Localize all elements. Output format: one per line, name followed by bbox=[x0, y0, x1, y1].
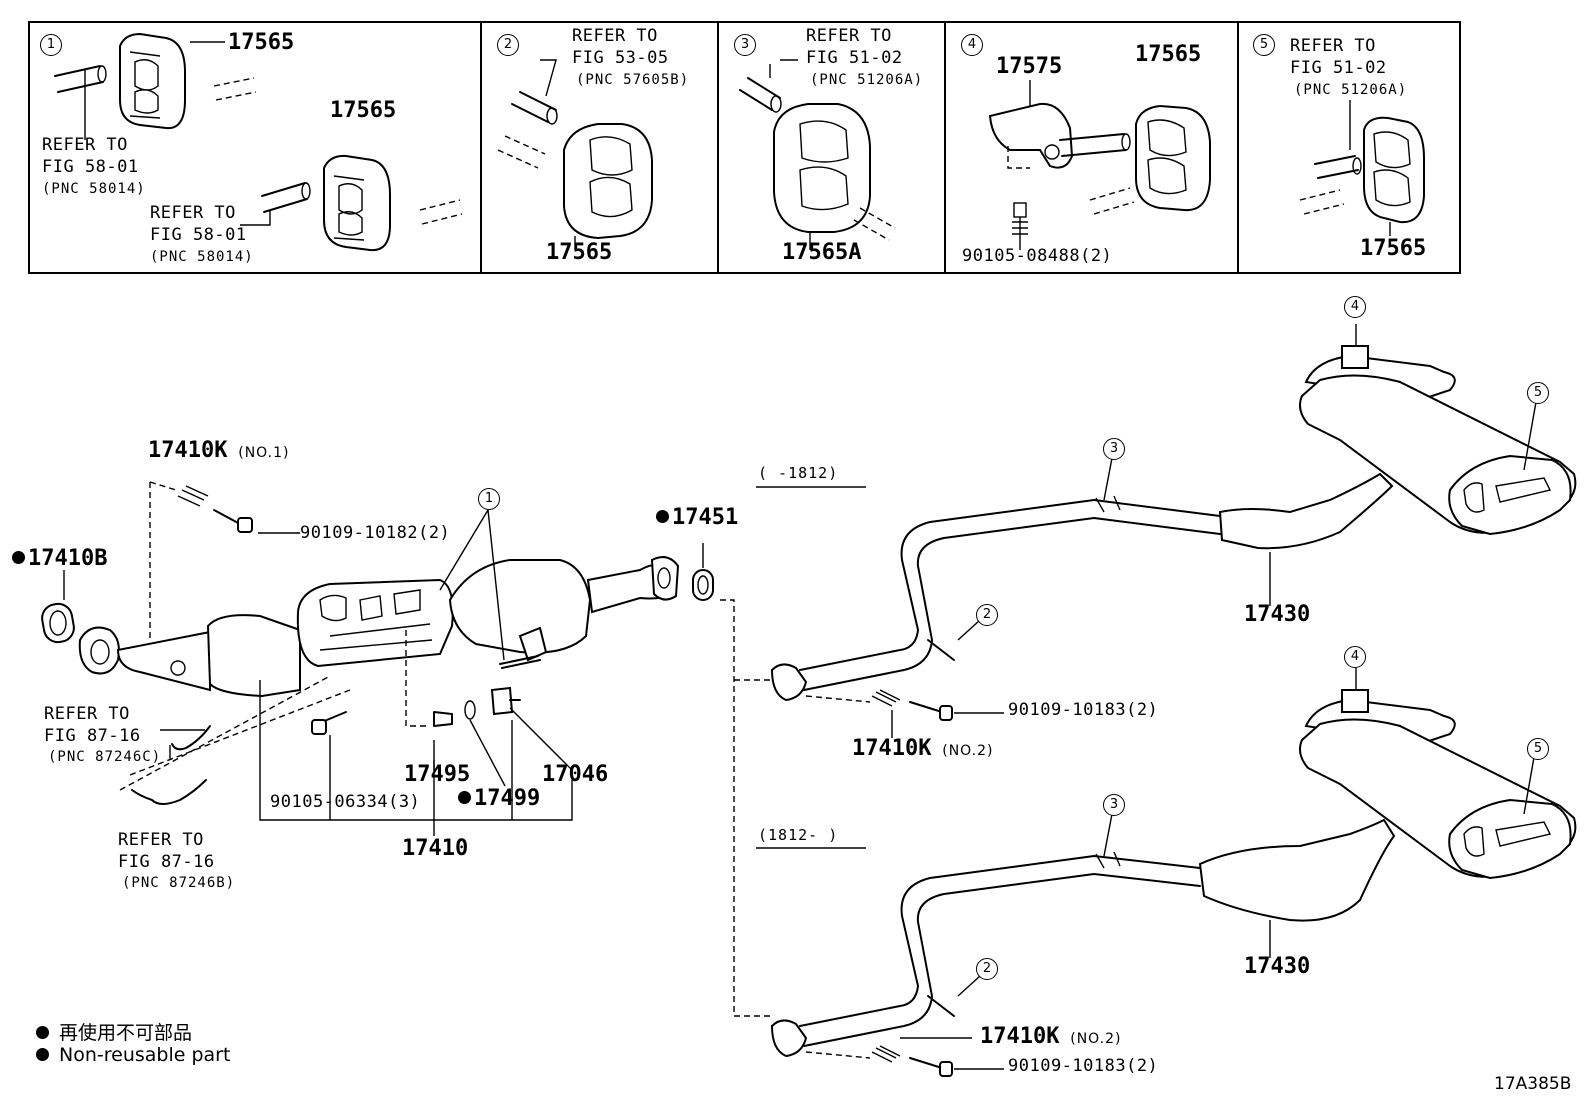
inset-2-ref-line1: REFER TO bbox=[572, 26, 658, 46]
label-17451: 17451 bbox=[656, 507, 738, 529]
non-reusable-dot-icon bbox=[656, 510, 669, 523]
inset-1-part-top: 17565 bbox=[228, 30, 295, 55]
inset-1-callout: 1 bbox=[40, 34, 62, 56]
inset-1-ref1-line3: (PNC 58014) bbox=[42, 181, 146, 197]
inset-4-part: 17565 bbox=[1135, 42, 1202, 67]
inset-3-callout: 3 bbox=[734, 34, 756, 56]
legend-jp: 再使用不可部品 bbox=[36, 1018, 192, 1045]
callout-top-5: 5 bbox=[1527, 382, 1549, 404]
inset-5-ref-line1: REFER TO bbox=[1290, 36, 1376, 56]
inset-4-bracket: 17575 bbox=[996, 54, 1063, 79]
label-90109-10183-a: 90109-10183(2) bbox=[1008, 700, 1159, 720]
label-17410K-no2-b: 17410K (NO.2) bbox=[980, 1024, 1122, 1049]
inset-3-ref-line1: REFER TO bbox=[806, 26, 892, 46]
inset-5-callout: 5 bbox=[1253, 34, 1275, 56]
ref-87246B-line2: FIG 87-16 bbox=[118, 852, 215, 872]
label-17430-a: 17430 bbox=[1244, 602, 1311, 627]
label-17410B: 17410B bbox=[12, 548, 107, 570]
inset-1-ref1-line2: FIG 58-01 bbox=[42, 157, 139, 177]
inset-4-bracket-hanger bbox=[988, 80, 1211, 250]
inset-3-hanger bbox=[739, 59, 896, 250]
inset-2-ref-line2: FIG 53-05 bbox=[572, 48, 669, 68]
label-90109-10182: 90109-10182(2) bbox=[300, 523, 451, 543]
label-90105-06334: 90105-06334(3) bbox=[270, 792, 421, 812]
ref-87246C-line2: FIG 87-16 bbox=[44, 726, 141, 746]
ref-87246C-line1: REFER TO bbox=[44, 704, 130, 724]
exhaust-manifold-assembly bbox=[41, 556, 714, 805]
inset-1-hangers bbox=[54, 32, 463, 252]
label-17499: 17499 bbox=[458, 788, 540, 810]
label-17046: 17046 bbox=[542, 762, 609, 787]
label-17410K-no2-a: 17410K (NO.2) bbox=[852, 736, 994, 761]
inset-3-ref-line2: FIG 51-02 bbox=[806, 48, 903, 68]
inset-3-part: 17565A bbox=[782, 240, 862, 265]
range-top: ( -1812) bbox=[758, 464, 839, 482]
legend-dot-icon bbox=[36, 1048, 49, 1061]
leader-lines bbox=[63, 481, 770, 1017]
ref-87246C-line3: (PNC 87246C) bbox=[48, 749, 162, 765]
callout-bottom-5: 5 bbox=[1527, 738, 1549, 760]
inset-2-part: 17565 bbox=[546, 240, 613, 265]
non-reusable-dot-icon bbox=[12, 551, 25, 564]
inset-3-ref-line3: (PNC 51206A) bbox=[810, 72, 924, 88]
inset-5-ref-line2: FIG 51-02 bbox=[1290, 58, 1387, 78]
inset-2-callout: 2 bbox=[497, 34, 519, 56]
legend-en: Non-reusable part bbox=[36, 1044, 230, 1066]
inset-1-ref2-line3: (PNC 58014) bbox=[150, 249, 254, 265]
inset-1-ref2-line1: REFER TO bbox=[150, 203, 236, 223]
inset-4-callout: 4 bbox=[961, 34, 983, 56]
label-17410: 17410 bbox=[402, 836, 469, 861]
label-90109-10183-b: 90109-10183(2) bbox=[1008, 1056, 1159, 1076]
tail-pipe-assembly-top bbox=[756, 324, 1577, 738]
inset-4-bolt: 90105-08488(2) bbox=[962, 246, 1113, 266]
inset-frame bbox=[28, 21, 1461, 274]
inset-1-part-mid: 17565 bbox=[330, 98, 397, 123]
hardware-small-parts bbox=[177, 485, 521, 735]
callout-top-3: 3 bbox=[1103, 438, 1125, 460]
ref-87246B-line3: (PNC 87246B) bbox=[122, 875, 236, 891]
callout-bottom-3: 3 bbox=[1103, 794, 1125, 816]
callout-top-2: 2 bbox=[976, 604, 998, 626]
inset-5-part: 17565 bbox=[1360, 236, 1427, 261]
legend-dot-icon bbox=[36, 1026, 49, 1039]
range-bottom: (1812- ) bbox=[758, 826, 839, 844]
callout-top-4: 4 bbox=[1344, 296, 1366, 318]
inset-5-hanger bbox=[1299, 100, 1425, 236]
label-17410K-no1: 17410K (NO.1) bbox=[148, 438, 290, 463]
inset-2-ref-line3: (PNC 57605B) bbox=[576, 72, 690, 88]
inset-1-ref2-line2: FIG 58-01 bbox=[150, 225, 247, 245]
callout-1: 1 bbox=[478, 488, 500, 510]
inset-2-hanger bbox=[497, 59, 653, 250]
ref-87246B-line1: REFER TO bbox=[118, 830, 204, 850]
tail-pipe-assembly-bottom bbox=[756, 668, 1577, 1077]
label-17430-b: 17430 bbox=[1244, 954, 1311, 979]
non-reusable-dot-icon bbox=[458, 791, 471, 804]
callout-bottom-2: 2 bbox=[976, 958, 998, 980]
figure-id: 17A385B bbox=[1494, 1074, 1572, 1094]
callout-bottom-4: 4 bbox=[1344, 646, 1366, 668]
inset-1-ref1-line1: REFER TO bbox=[42, 135, 128, 155]
inset-5-ref-line3: (PNC 51206A) bbox=[1294, 82, 1408, 98]
label-17495: 17495 bbox=[404, 762, 471, 787]
